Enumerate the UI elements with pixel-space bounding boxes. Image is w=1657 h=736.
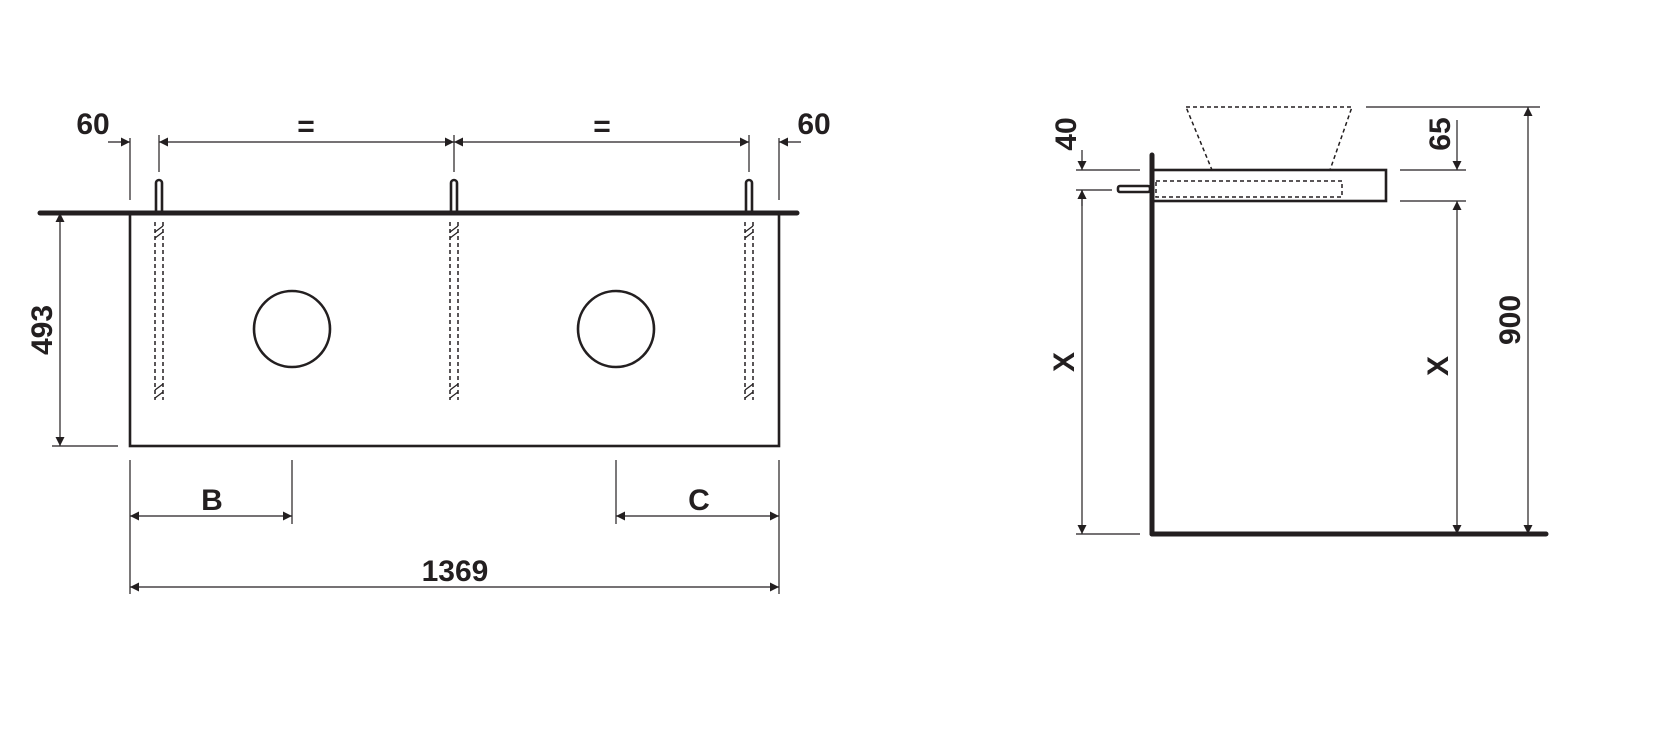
drain-hole-left <box>252 289 332 369</box>
countertop <box>1150 168 1388 203</box>
dim-label-x-left: X <box>1048 352 1081 372</box>
dim-label-60-left: 60 <box>76 108 109 141</box>
dim-label-65: 65 <box>1424 117 1457 150</box>
dim-label-900: 900 <box>1494 295 1527 345</box>
dim-label-b: B <box>201 484 223 517</box>
wall-bracket-middle <box>449 178 459 400</box>
wall-rod <box>1116 184 1152 194</box>
dim-label-40: 40 <box>1050 117 1083 150</box>
dim-label-equal-2: = <box>593 110 611 143</box>
drain-hole-right <box>576 289 656 369</box>
dim-label-height: 493 <box>26 305 59 355</box>
wall-bracket-left <box>154 178 164 400</box>
side-view: 40 X 65 X 900 <box>1048 106 1549 537</box>
dim-label-x-right: X <box>1422 356 1455 376</box>
front-view: 60 = = 60 493 B C 1369 <box>26 108 831 594</box>
wall-bracket-right <box>744 178 754 400</box>
dim-label-width: 1369 <box>422 555 489 588</box>
vessel-basin <box>1184 106 1354 171</box>
dim-label-60-right: 60 <box>797 108 830 141</box>
dim-label-c: C <box>688 484 710 517</box>
hidden-bracket <box>1155 180 1343 198</box>
dim-label-equal-1: = <box>297 110 315 143</box>
cabinet-body <box>128 211 781 448</box>
